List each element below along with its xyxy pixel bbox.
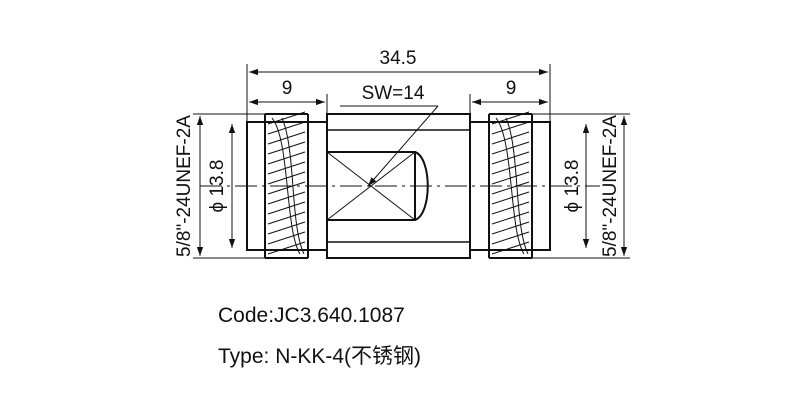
- wrench-size-label: SW=14: [362, 83, 425, 104]
- right-diameter-label: ϕ 13.8: [562, 160, 583, 213]
- wrench-size-leader: [340, 105, 439, 187]
- left-thread-label: 5/8"-24UNEF-2A: [174, 115, 195, 257]
- right-thread-dimension: [532, 113, 630, 259]
- product-type: Type: N-KK-4(不锈钢): [218, 345, 422, 368]
- left-end-length-dimension: [249, 94, 328, 114]
- right-end-length-label: 9: [506, 78, 517, 99]
- overall-length-label: 34.5: [380, 48, 417, 69]
- left-end-length-label: 9: [282, 78, 293, 99]
- right-thread-label: 5/8"-24UNEF-2A: [600, 115, 621, 257]
- left-diameter-label: ϕ 13.8: [207, 160, 228, 213]
- product-code: Code:JC3.640.1087: [218, 304, 405, 327]
- left-thread-dimension: [193, 113, 265, 259]
- overall-length-dimension: [246, 64, 551, 122]
- left-threaded-end: [246, 111, 328, 259]
- right-threaded-end: [469, 111, 551, 259]
- right-end-length-dimension: [469, 94, 548, 114]
